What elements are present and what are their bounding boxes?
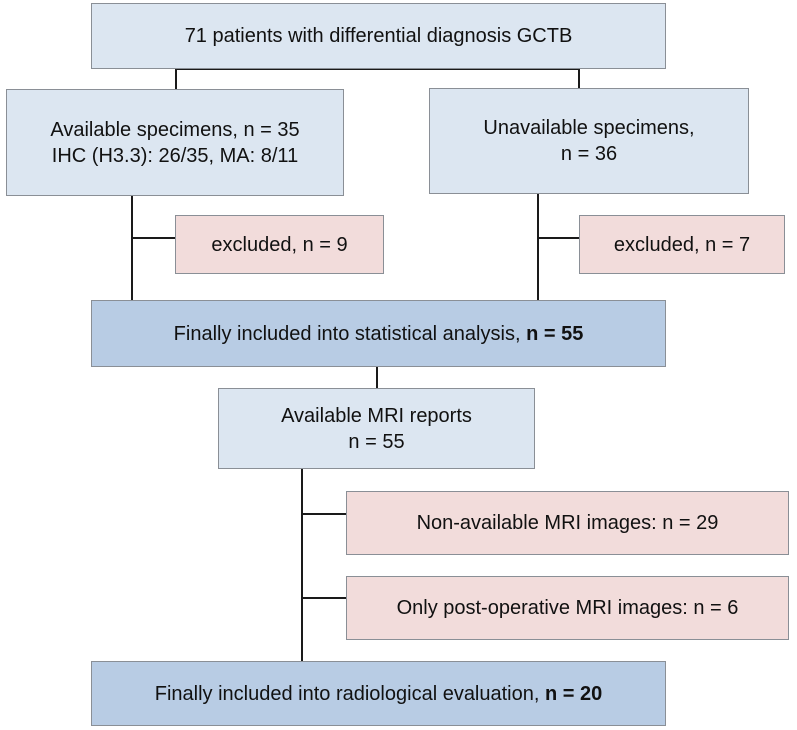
box-excluded-left: excluded, n = 9 <box>175 215 384 274</box>
mri-reports-line2: n = 55 <box>348 430 405 453</box>
box-radiological-evaluation: Finally included into radiological evalu… <box>91 661 666 726</box>
connector-mri-trunk <box>301 469 303 661</box>
box-available-specimens: Available specimens, n = 35 IHC (H3.3): … <box>6 89 344 196</box>
connector-stat-to-mri <box>376 367 378 388</box>
unavailable-specimens-line1: Unavailable specimens, <box>483 117 695 139</box>
box-mri-reports: Available MRI reports n = 55 <box>218 388 535 469</box>
available-specimens-line2: IHC (H3.3): 26/35, MA: 8/11 <box>51 144 299 167</box>
connector-top-horizontal <box>175 68 580 70</box>
all-patients-text: 71 patients with differential diagnosis … <box>184 25 573 47</box>
available-specimens-line1: Available specimens, n = 35 <box>50 118 300 141</box>
postop-mri-text: Only post-operative MRI images: n = 6 <box>396 597 739 619</box>
statistical-analysis-text: Finally included into statistical analys… <box>174 321 584 347</box>
statistical-analysis-prefix: Finally included into statistical analys… <box>173 322 527 345</box>
connector-top-right <box>578 68 580 89</box>
mri-reports-line1: Available MRI reports <box>281 404 472 427</box>
connector-right-excluded <box>537 237 579 239</box>
statistical-analysis-count: n = 55 <box>526 322 584 345</box>
radiological-evaluation-count: n = 20 <box>544 682 603 705</box>
box-postop-mri: Only post-operative MRI images: n = 6 <box>346 576 789 640</box>
box-excluded-right: excluded, n = 7 <box>579 215 785 274</box>
connector-right-trunk <box>537 194 539 300</box>
connector-left-trunk <box>131 196 133 300</box>
box-statistical-analysis: Finally included into statistical analys… <box>91 300 666 367</box>
connector-left-excluded <box>131 237 175 239</box>
box-non-available-mri: Non-available MRI images: n = 29 <box>346 491 789 555</box>
box-all-patients: 71 patients with differential diagnosis … <box>91 3 666 69</box>
unavailable-specimens-line2: n = 36 <box>560 143 618 165</box>
box-unavailable-specimens: Unavailable specimens, n = 36 <box>429 88 749 194</box>
excluded-right-text: excluded, n = 7 <box>613 233 751 256</box>
radiological-evaluation-text: Finally included into radiological evalu… <box>155 681 603 707</box>
connector-non-available <box>301 513 346 515</box>
excluded-left-text: excluded, n = 9 <box>211 233 348 256</box>
connector-top-left <box>175 68 177 89</box>
radiological-evaluation-prefix: Finally included into radiological evalu… <box>154 682 545 705</box>
connector-postop <box>301 597 346 599</box>
non-available-mri-text: Non-available MRI images: n = 29 <box>416 512 719 534</box>
